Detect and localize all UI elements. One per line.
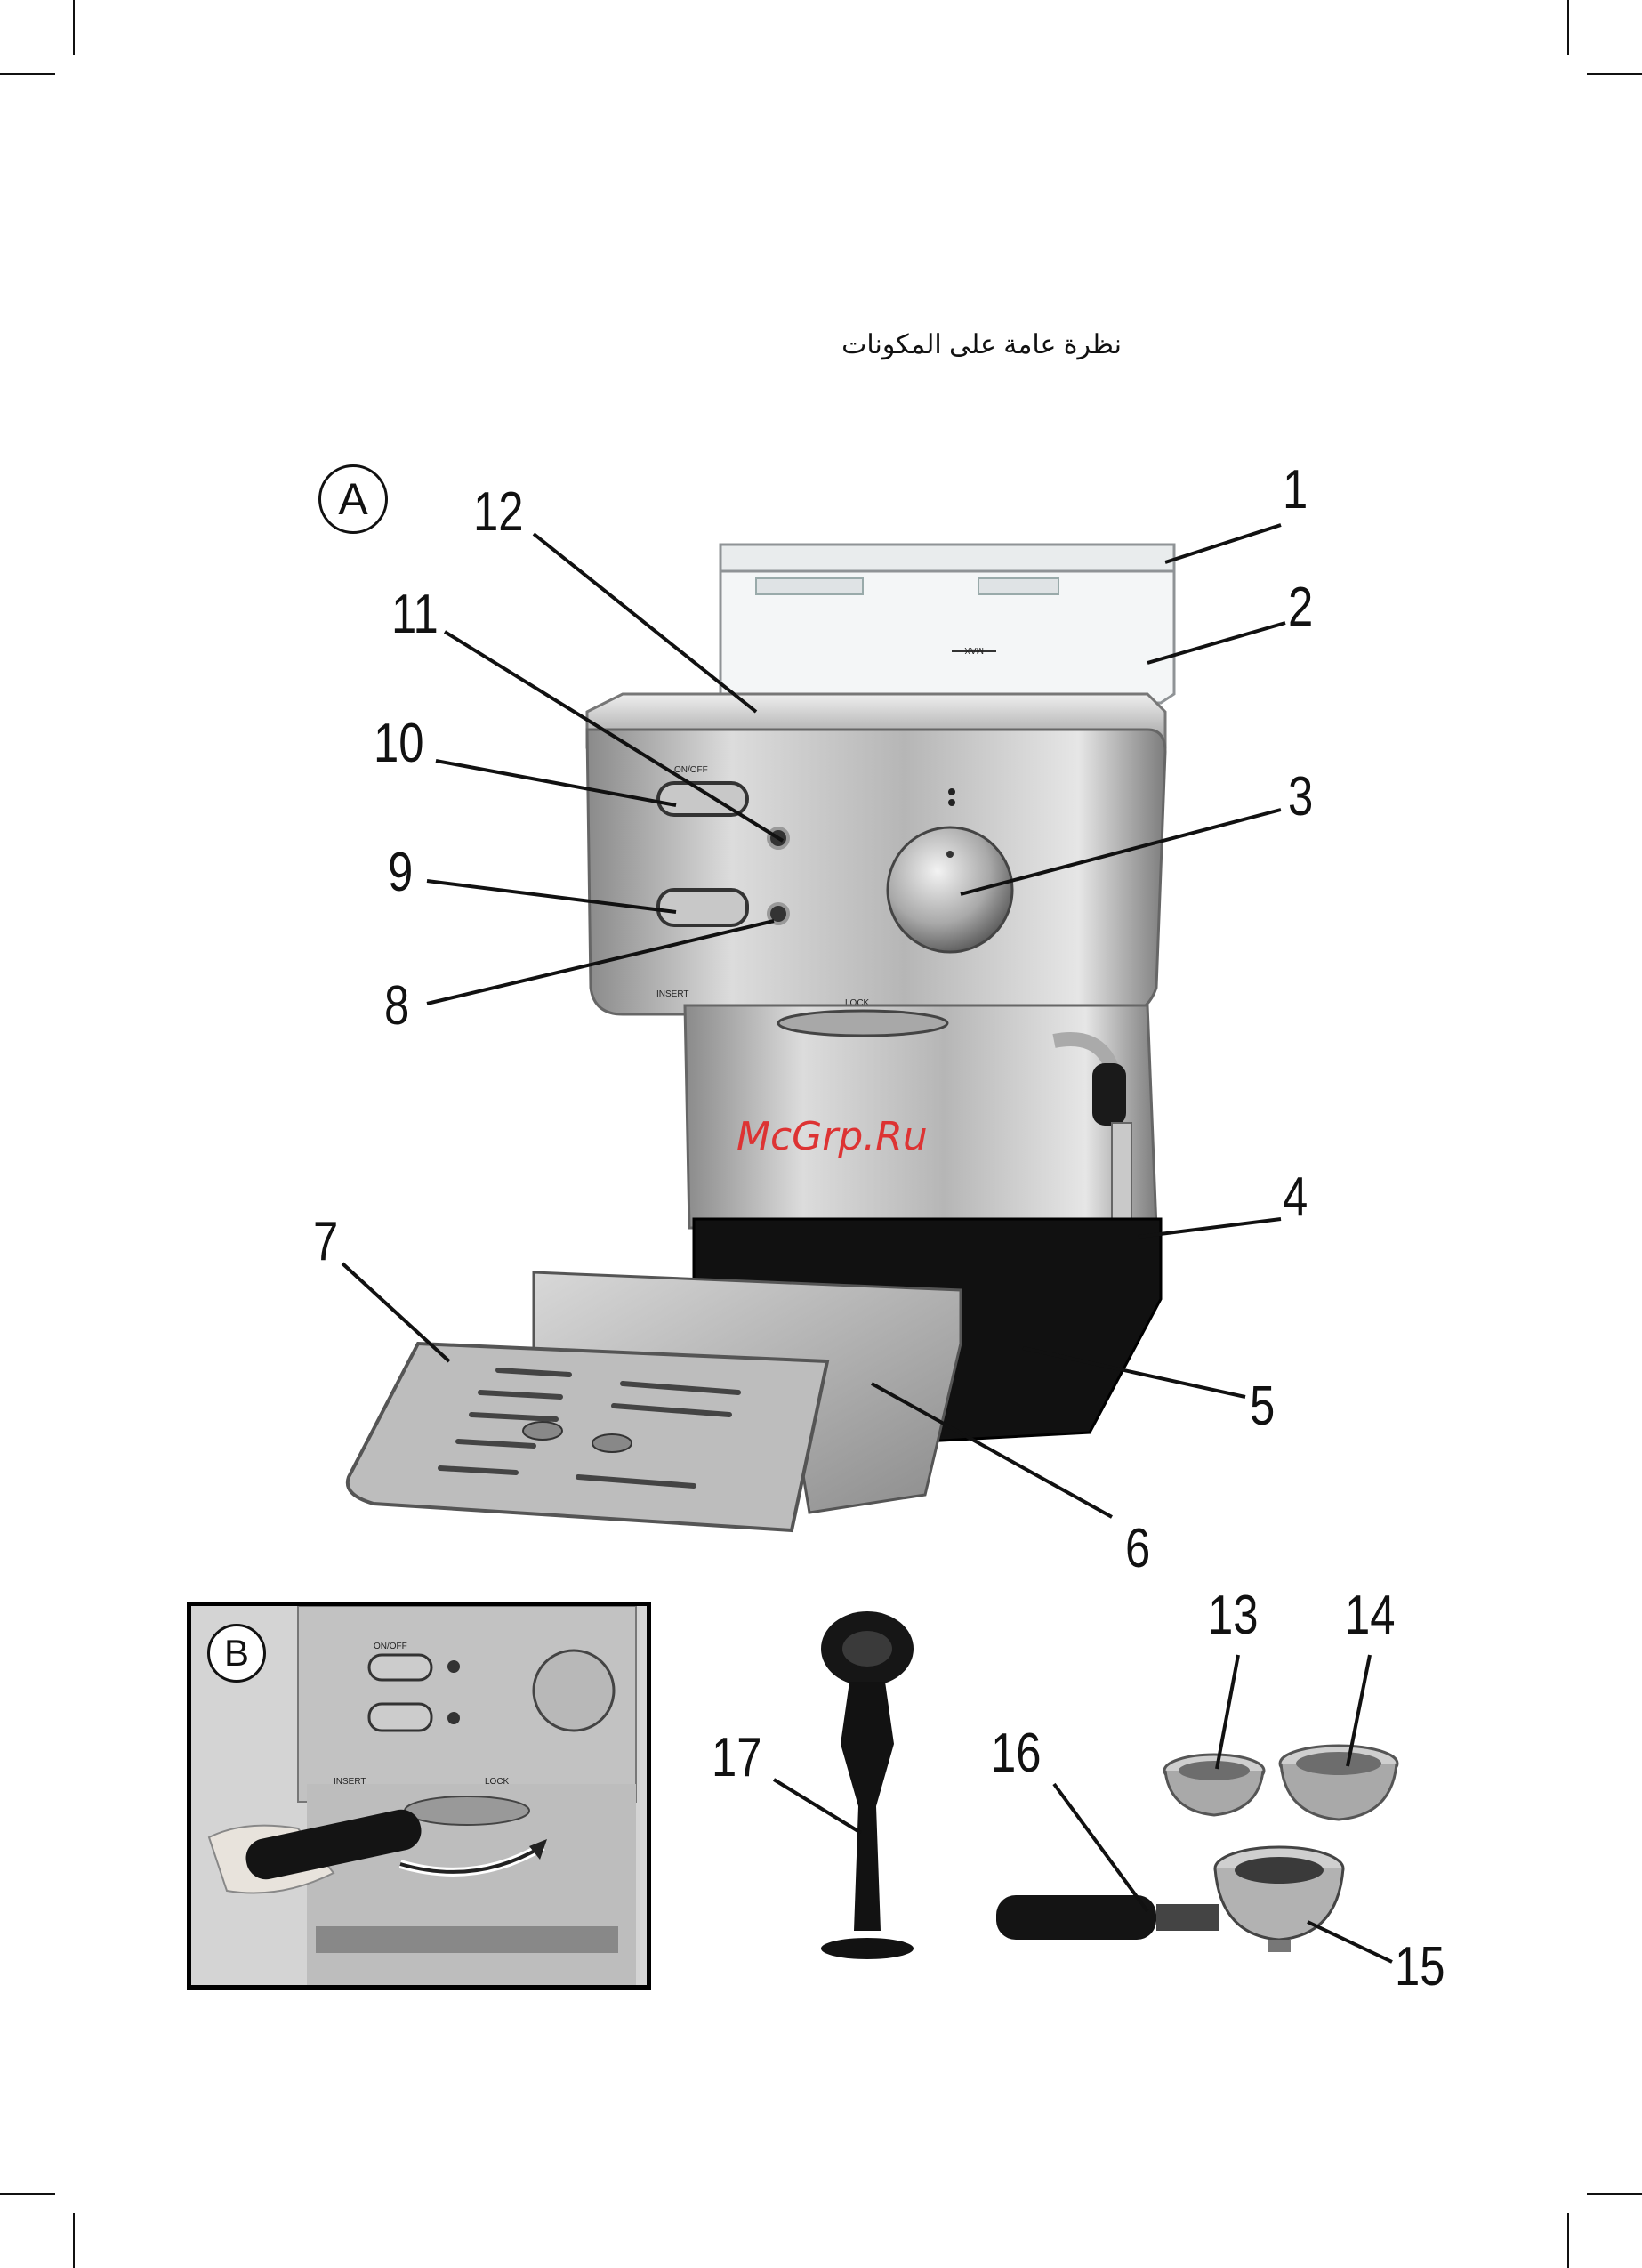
figure-b-panel: ON/OFF INSERT LOCK B [187,1602,651,1990]
selector-knob [888,827,1012,952]
filter-basket-large [1280,1746,1397,1820]
figure-b-label: B [207,1624,266,1683]
callout-7: 7 [313,1210,338,1273]
svg-text:LOCK: LOCK [485,1777,510,1787]
callout-4: 4 [1283,1166,1308,1229]
on-off-button [369,1655,431,1680]
water-tank: MAX [720,545,1174,703]
callout-14: 14 [1345,1584,1396,1647]
callout-13: 13 [1208,1584,1259,1647]
callout-11: 11 [391,583,439,646]
callout-1: 1 [1283,458,1308,521]
function-button [369,1704,431,1731]
svg-text:ON/OFF: ON/OFF [374,1642,407,1651]
callout-9: 9 [388,841,413,904]
watermark: McGrp.Ru [736,1114,928,1159]
callout-5: 5 [1250,1375,1275,1438]
tamper [821,1611,914,1959]
callout-15: 15 [1395,1935,1445,1998]
svg-text:INSERT: INSERT [656,989,689,999]
svg-text:ON/OFF: ON/OFF [674,765,708,775]
callout-16: 16 [991,1722,1042,1785]
svg-text:MAX: MAX [964,645,984,655]
function-button [658,890,747,925]
callout-2: 2 [1288,576,1313,639]
filter-basket-small [1164,1755,1264,1815]
callout-8: 8 [384,974,409,1037]
portafilter [996,1847,1343,1952]
callout-10: 10 [374,712,424,775]
drip-grid [348,1344,827,1530]
selector-knob [534,1651,614,1731]
callout-12: 12 [473,480,524,544]
svg-text:INSERT: INSERT [334,1777,366,1787]
callout-6: 6 [1125,1517,1150,1580]
callout-17: 17 [712,1726,762,1789]
callout-3: 3 [1288,765,1313,828]
